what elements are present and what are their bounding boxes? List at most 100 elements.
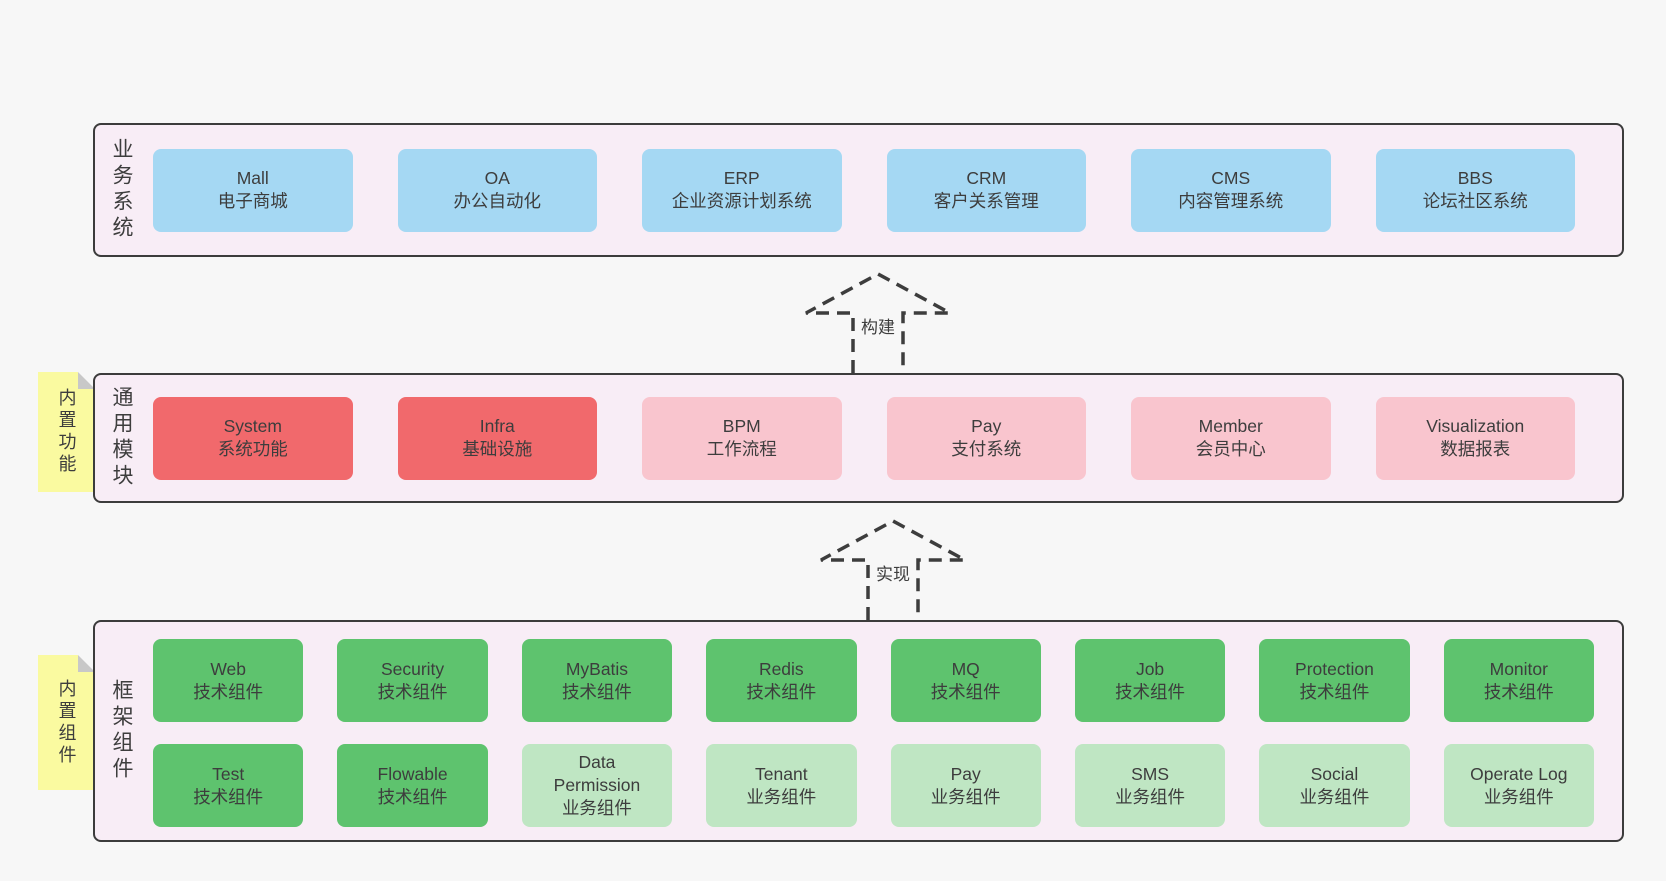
box-name: Security	[380, 658, 445, 679]
box-security: Security 技术组件	[337, 639, 488, 722]
box-name: Member	[1198, 416, 1263, 436]
folded-corner-icon	[78, 372, 95, 389]
box-test: Test 技术组件	[153, 744, 304, 827]
box-name: MyBatis	[565, 658, 629, 679]
box-subtitle: 办公自动化	[453, 191, 542, 211]
box-name: Monitor	[1489, 658, 1548, 679]
box-data-permission: Data Permission 业务组件	[521, 744, 673, 827]
box-subtitle: 内容管理系统	[1178, 191, 1284, 211]
box-name: BBS	[1457, 168, 1493, 188]
box-subtitle: 电子商城	[217, 191, 288, 211]
box-subtitle: 业务组件	[746, 786, 817, 807]
box-name: Test	[212, 763, 245, 784]
arrow-up-icon	[805, 272, 951, 373]
box-oa: OA 办公自动化	[397, 148, 597, 232]
box-web: Web 技术组件	[153, 639, 304, 722]
box-flowable: Flowable 技术组件	[337, 744, 488, 827]
box-name: System	[223, 416, 282, 436]
box-job: Job 技术组件	[1074, 639, 1226, 722]
box-subtitle: 客户关系管理	[933, 191, 1039, 211]
box-subtitle: 技术组件	[930, 681, 1001, 702]
box-name: Protection	[1295, 658, 1374, 679]
box-name: CMS	[1211, 168, 1251, 188]
box-name: SMS	[1131, 763, 1170, 784]
box-name: Job	[1135, 658, 1165, 679]
box-system: System 系统功能	[153, 396, 353, 480]
box-subtitle: 技术组件	[746, 681, 817, 702]
box-subtitle: 技术组件	[1115, 681, 1186, 702]
box-pay-component: Pay 业务组件	[890, 744, 1041, 827]
box-sms: SMS 业务组件	[1074, 744, 1226, 827]
box-tenant: Tenant 业务组件	[706, 744, 857, 827]
box-mall: Mall 电子商城	[153, 148, 353, 232]
box-subtitle: 技术组件	[377, 786, 448, 807]
implement-arrow: 实现	[818, 515, 968, 620]
layer-business-systems: 业务系统 Mall 电子商城 OA 办公自动化 ERP 企业资源计划系统 CRM…	[93, 123, 1624, 257]
box-pay-system: Pay 支付系统	[886, 396, 1086, 480]
box-subtitle: 技术组件	[377, 681, 448, 702]
module-boxes: System 系统功能 Infra 基础设施 BPM 工作流程 Pay 支付系统…	[153, 375, 1575, 501]
box-monitor: Monitor 技术组件	[1443, 639, 1594, 722]
box-redis: Redis 技术组件	[706, 639, 857, 722]
box-subtitle: 论坛社区系统	[1422, 191, 1528, 211]
box-subtitle: 支付系统	[951, 439, 1022, 459]
box-subtitle: 业务组件	[1115, 786, 1186, 807]
box-bbs: BBS 论坛社区系统	[1375, 148, 1575, 232]
box-social: Social 业务组件	[1259, 744, 1410, 827]
component-rows: Web 技术组件 Security 技术组件 MyBatis 技术组件 Redi…	[153, 639, 1594, 827]
business-boxes: Mall 电子商城 OA 办公自动化 ERP 企业资源计划系统 CRM 客户关系…	[153, 125, 1575, 255]
box-operate-log: Operate Log 业务组件	[1443, 744, 1594, 827]
box-subtitle: 技术组件	[1483, 681, 1554, 702]
box-subtitle: 业务组件	[1483, 786, 1554, 807]
box-subtitle: 技术组件	[193, 681, 264, 702]
box-name: Web	[210, 658, 247, 679]
box-subtitle: 业务组件	[561, 798, 632, 818]
build-arrow-label: 构建	[857, 312, 899, 339]
box-name: Social	[1310, 763, 1359, 784]
build-arrow: 构建	[803, 268, 953, 373]
sticky-note-label: 内置功能	[56, 388, 77, 476]
box-subtitle: 工作流程	[706, 439, 777, 459]
box-name: CRM	[966, 168, 1007, 188]
box-name: Infra	[479, 416, 515, 436]
box-mybatis: MyBatis 技术组件	[521, 639, 673, 722]
box-subtitle: 数据报表	[1440, 439, 1511, 459]
box-name: Mall	[236, 168, 269, 188]
sticky-note-built-in-components: 内置组件	[38, 655, 95, 790]
box-subtitle: 技术组件	[193, 786, 264, 807]
layer-framework-components: 框架组件 Web 技术组件 Security 技术组件 MyBatis 技术组件…	[93, 620, 1624, 842]
component-row-2: Test 技术组件 Flowable 技术组件 Data Permission …	[153, 744, 1594, 827]
folded-corner-icon	[78, 655, 95, 672]
layer-label-business-systems: 业务系统	[110, 138, 133, 242]
box-subtitle: 企业资源计划系统	[671, 191, 812, 211]
box-name: Pay	[971, 416, 1002, 436]
box-member: Member 会员中心	[1131, 396, 1331, 480]
box-name: Visualization	[1426, 416, 1525, 436]
box-subtitle: 技术组件	[1299, 681, 1370, 702]
sticky-note-label: 内置组件	[56, 678, 77, 767]
box-name: Redis	[758, 658, 804, 679]
box-mq: MQ 技术组件	[890, 639, 1041, 722]
box-subtitle: 系统功能	[217, 439, 288, 459]
arrow-up-icon	[820, 519, 966, 620]
box-subtitle: 技术组件	[561, 681, 632, 702]
box-visualization: Visualization 数据报表	[1375, 396, 1575, 480]
box-cms: CMS 内容管理系统	[1131, 148, 1331, 232]
layer-common-modules: 通用模块 System 系统功能 Infra 基础设施 BPM 工作流程 Pay…	[93, 373, 1624, 503]
box-crm: CRM 客户关系管理	[886, 148, 1086, 232]
sticky-note-built-in-functions: 内置功能	[38, 372, 95, 492]
box-erp: ERP 企业资源计划系统	[642, 148, 842, 232]
box-bpm: BPM 工作流程	[642, 396, 842, 480]
box-subtitle: 业务组件	[930, 786, 1001, 807]
layer-label-common-modules: 通用模块	[110, 386, 133, 490]
box-subtitle: 基础设施	[462, 439, 533, 459]
box-name: Operate Log	[1470, 763, 1568, 784]
box-name: MQ	[951, 658, 980, 679]
implement-arrow-label: 实现	[872, 559, 914, 586]
box-name: Tenant	[755, 763, 808, 784]
box-name: Pay	[950, 763, 981, 784]
box-name: ERP	[723, 168, 760, 188]
box-protection: Protection 技术组件	[1259, 639, 1410, 722]
box-name: Data Permission	[553, 752, 641, 795]
